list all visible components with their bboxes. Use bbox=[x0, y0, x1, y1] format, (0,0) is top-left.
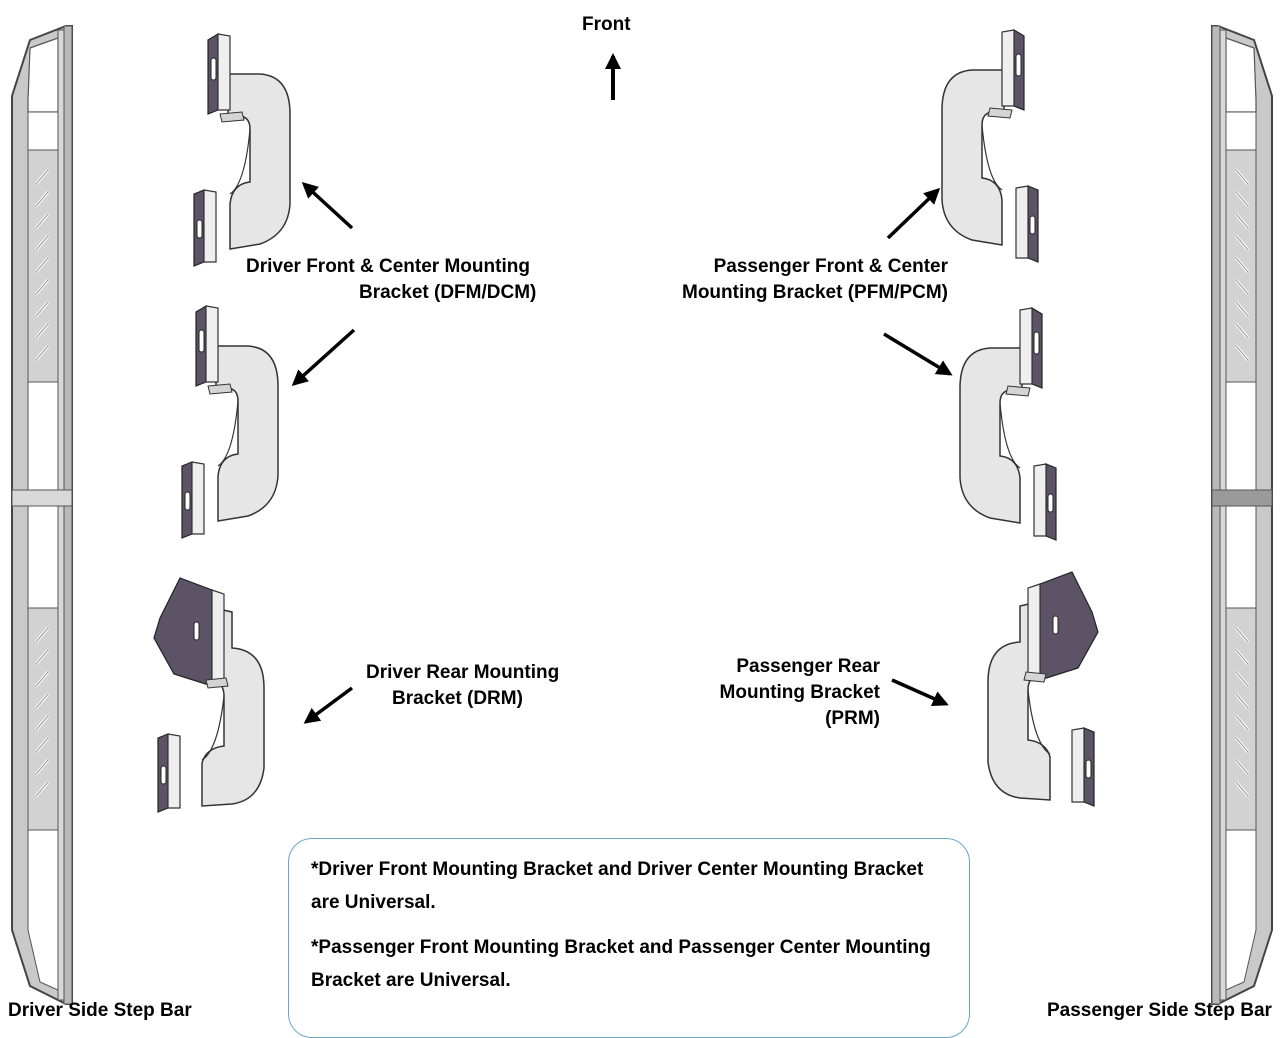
arrow-driver-center bbox=[291, 328, 356, 387]
driver-step-bar bbox=[11, 25, 73, 1005]
note-passenger: *Passenger Front Mounting Bracket and Pa… bbox=[311, 937, 931, 991]
arrow-passenger-front bbox=[886, 187, 941, 240]
arrow-passenger-rear bbox=[891, 678, 949, 707]
arrow-driver-rear bbox=[303, 686, 354, 724]
label-passenger-rear: Passenger Rear Mounting Bracket (PRM) bbox=[720, 654, 880, 732]
label-line: Mounting Bracket (PFM/PCM) bbox=[682, 282, 948, 303]
label-line: Driver Front & Center Mounting bbox=[246, 256, 530, 277]
driver-rear-bracket bbox=[153, 577, 265, 813]
label-line: Mounting Bracket bbox=[719, 682, 880, 703]
driver-front-bracket bbox=[193, 33, 291, 267]
arrow-driver-front bbox=[301, 181, 354, 230]
passenger-front-bracket bbox=[941, 29, 1039, 263]
label-line: Bracket (DRM) bbox=[392, 688, 523, 709]
label-passenger-step-bar: Passenger Side Step Bar bbox=[1047, 1000, 1272, 1021]
arrow-passenger-center bbox=[883, 332, 953, 376]
note-driver: *Driver Front Mounting Bracket and Drive… bbox=[311, 859, 924, 913]
label-line: Passenger Front & Center bbox=[713, 256, 948, 277]
label-line: Passenger Rear bbox=[736, 656, 880, 677]
label-driver-step-bar: Driver Side Step Bar bbox=[8, 1000, 192, 1021]
passenger-rear-bracket bbox=[987, 571, 1099, 807]
label-line: (PRM) bbox=[825, 708, 880, 729]
front-label: Front bbox=[582, 14, 631, 35]
label-driver-rear: Driver Rear Mounting Bracket (DRM) bbox=[366, 660, 559, 712]
label-passenger-front-center: Passenger Front & Center Mounting Bracke… bbox=[682, 254, 948, 306]
label-line: Driver Rear Mounting bbox=[366, 662, 560, 683]
passenger-center-bracket bbox=[959, 307, 1057, 541]
driver-center-bracket bbox=[181, 305, 279, 539]
universal-note-box: *Driver Front Mounting Bracket and Drive… bbox=[288, 838, 970, 1038]
label-line: Bracket (DFM/DCM) bbox=[359, 282, 537, 303]
passenger-step-bar bbox=[1211, 25, 1273, 1005]
label-driver-front-center: Driver Front & Center Mounting Bracket (… bbox=[246, 254, 536, 306]
